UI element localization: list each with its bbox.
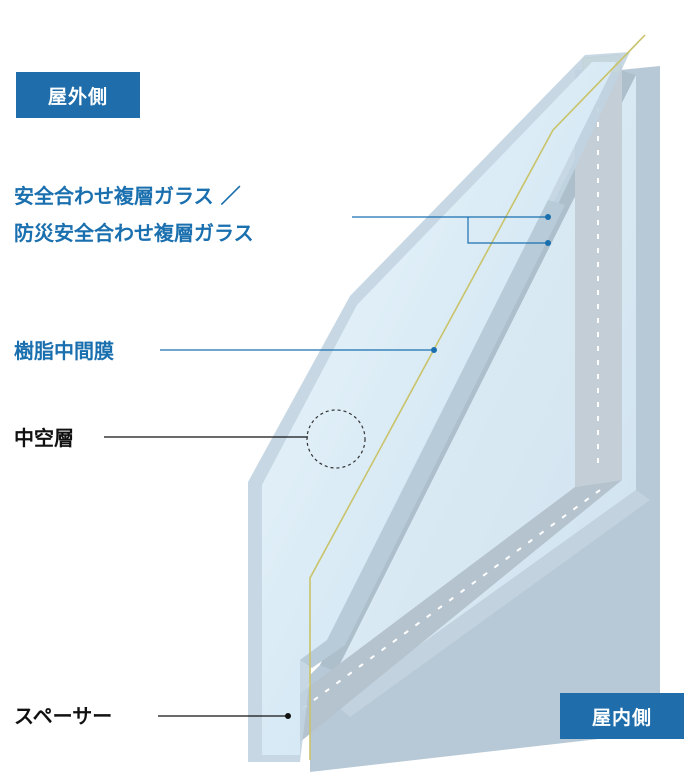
laminated-glass-label-line1: 安全合わせ複層ガラス ／: [14, 184, 241, 208]
spacer-label: スペーサー: [14, 704, 113, 728]
hollow-layer-marker: [306, 409, 366, 469]
leader-lines: [104, 214, 551, 719]
resin-interlayer-film: [309, 34, 646, 760]
resin-interlayer-label: 樹脂中間膜: [14, 339, 114, 363]
hollow-layer-label: 中空層: [14, 426, 74, 450]
laminated-glass-label-line2: 防災安全合わせ複層ガラス: [14, 221, 254, 245]
outdoor-laminated-glass: [248, 52, 630, 762]
indoor-side-badge: 屋内側: [560, 693, 684, 739]
outdoor-side-badge: 屋外側: [16, 72, 140, 118]
